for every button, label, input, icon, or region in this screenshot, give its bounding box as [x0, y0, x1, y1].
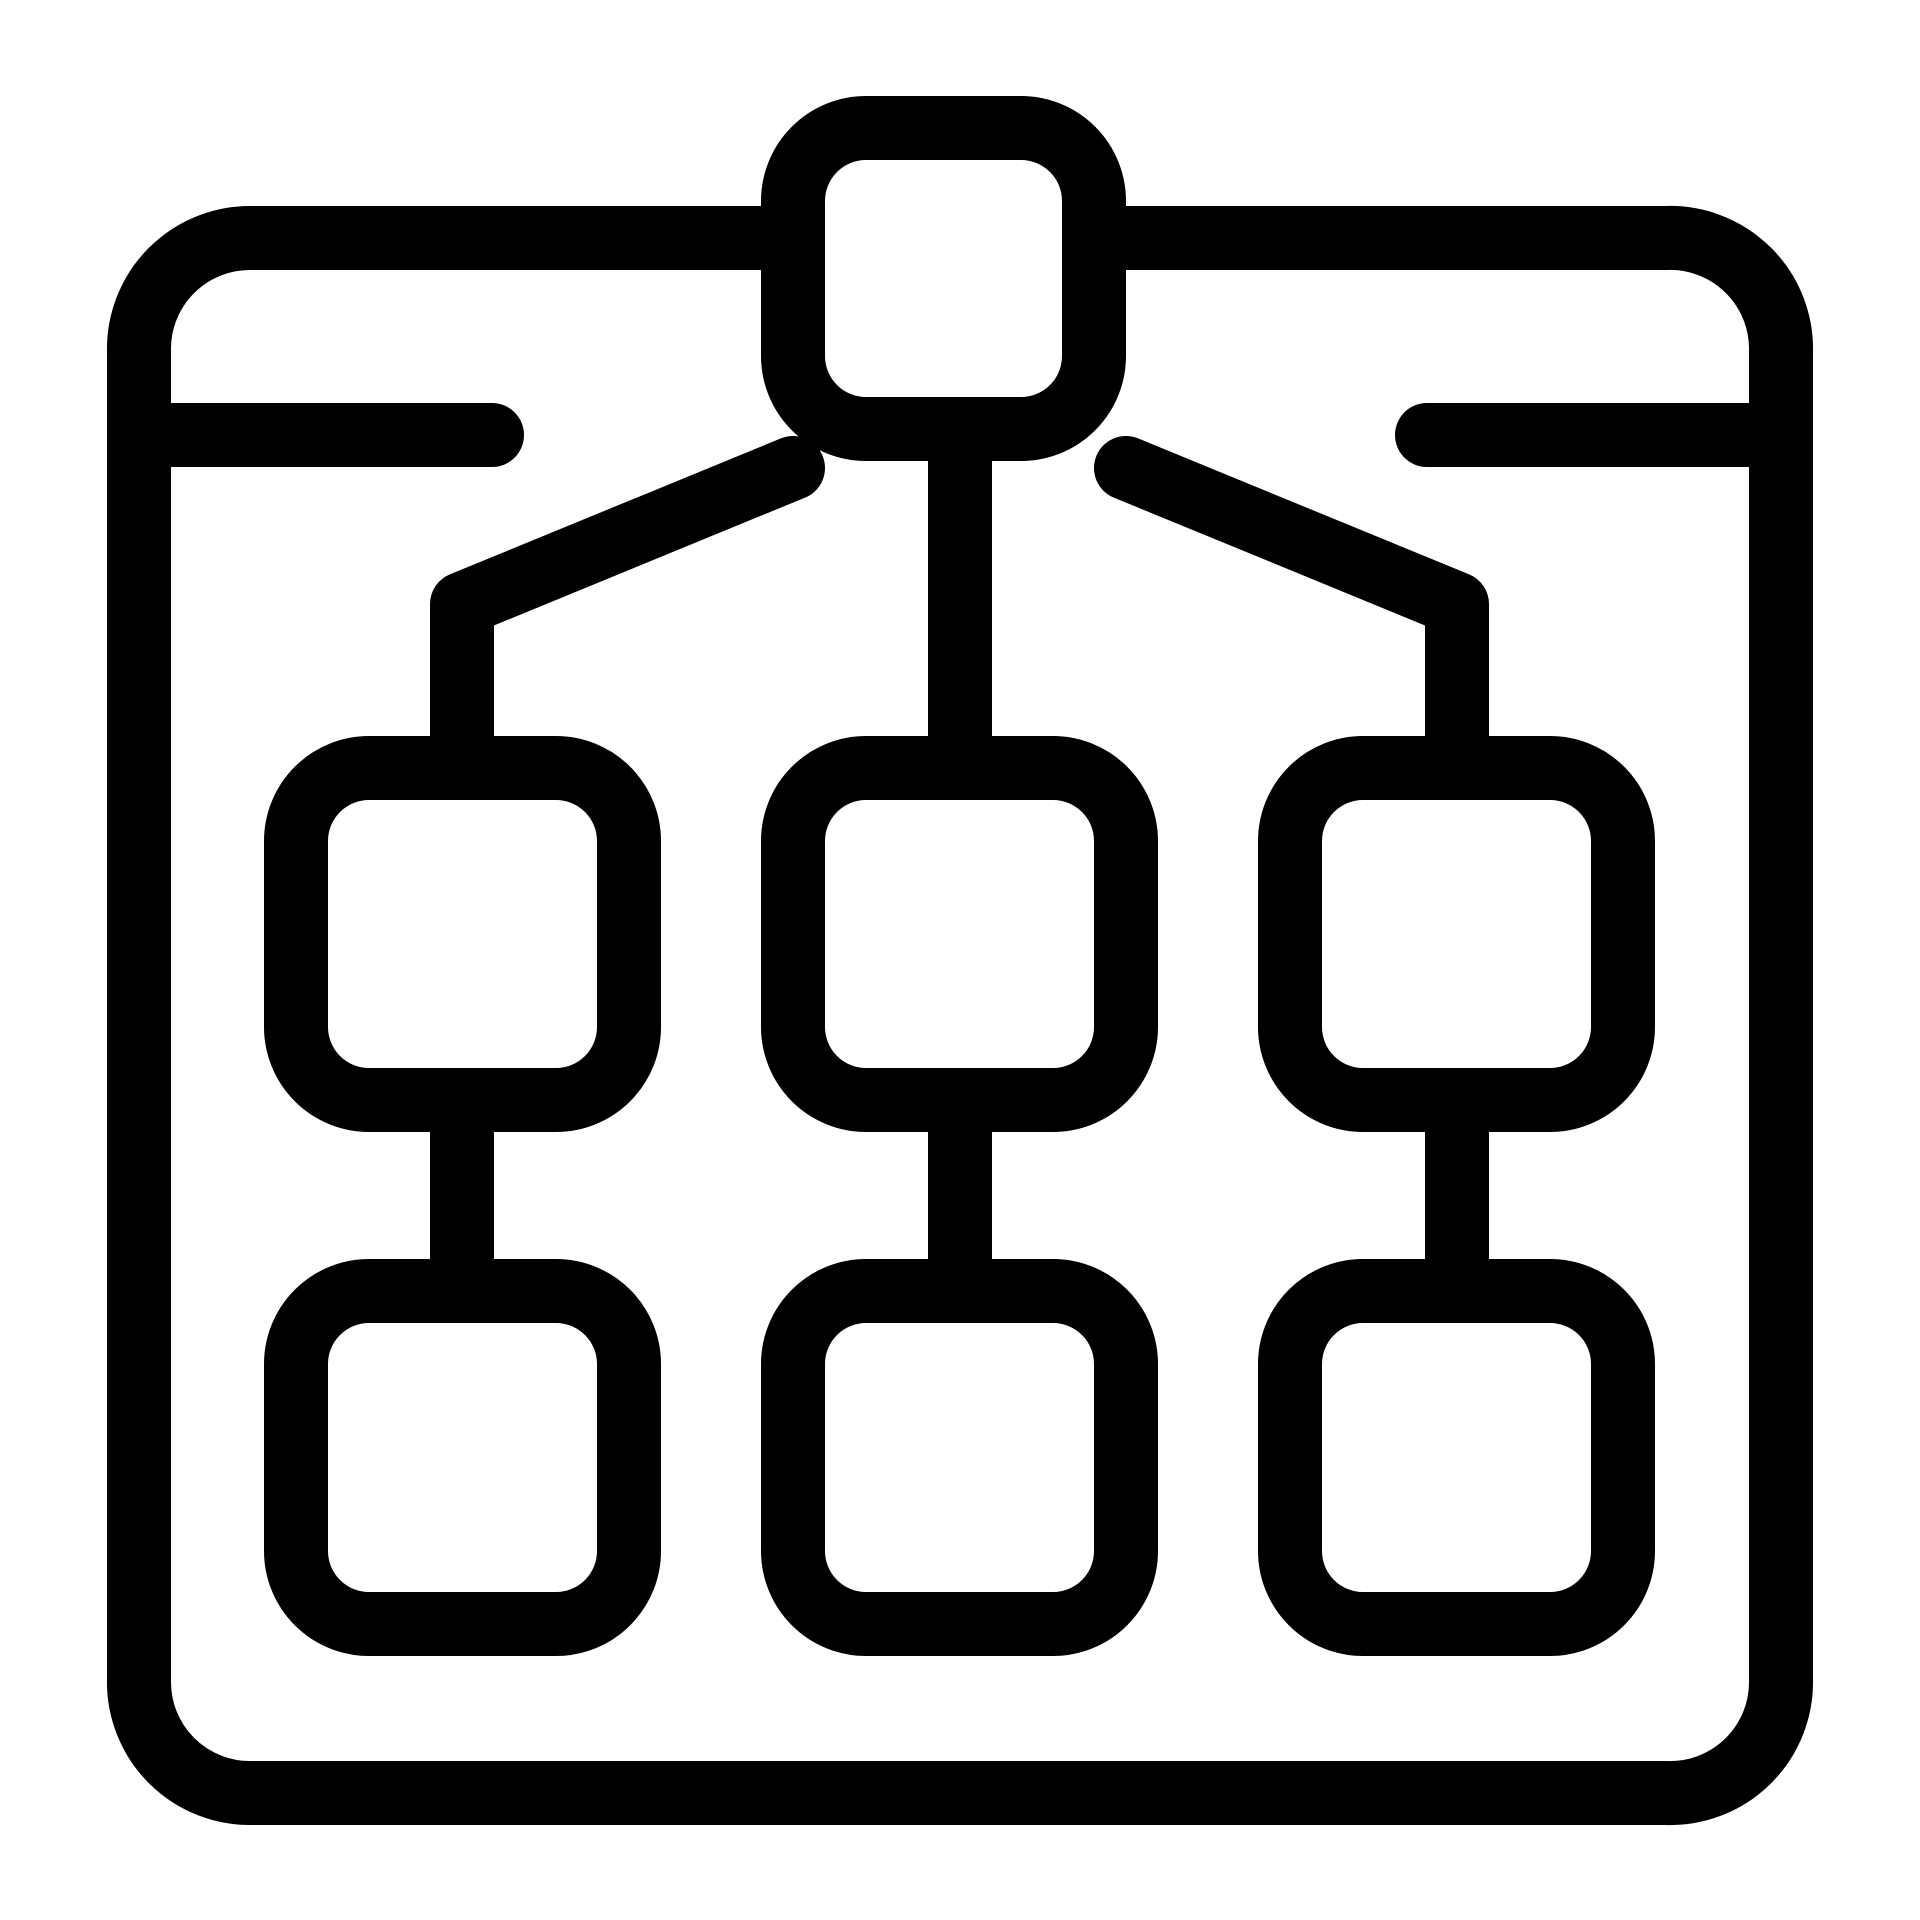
leaf-node-left — [264, 1259, 661, 1656]
leaf-node-center — [761, 1259, 1158, 1656]
root-node — [761, 96, 1126, 461]
child-node-center — [761, 736, 1158, 1132]
leaf-node-right — [1258, 1259, 1655, 1656]
child-node-left — [264, 736, 661, 1132]
child-node-right — [1258, 736, 1655, 1132]
window-frame — [106, 205, 1814, 1826]
connector-root-left — [430, 436, 825, 768]
connector-root-right — [1094, 436, 1489, 768]
icon-strokes — [106, 96, 1814, 1826]
